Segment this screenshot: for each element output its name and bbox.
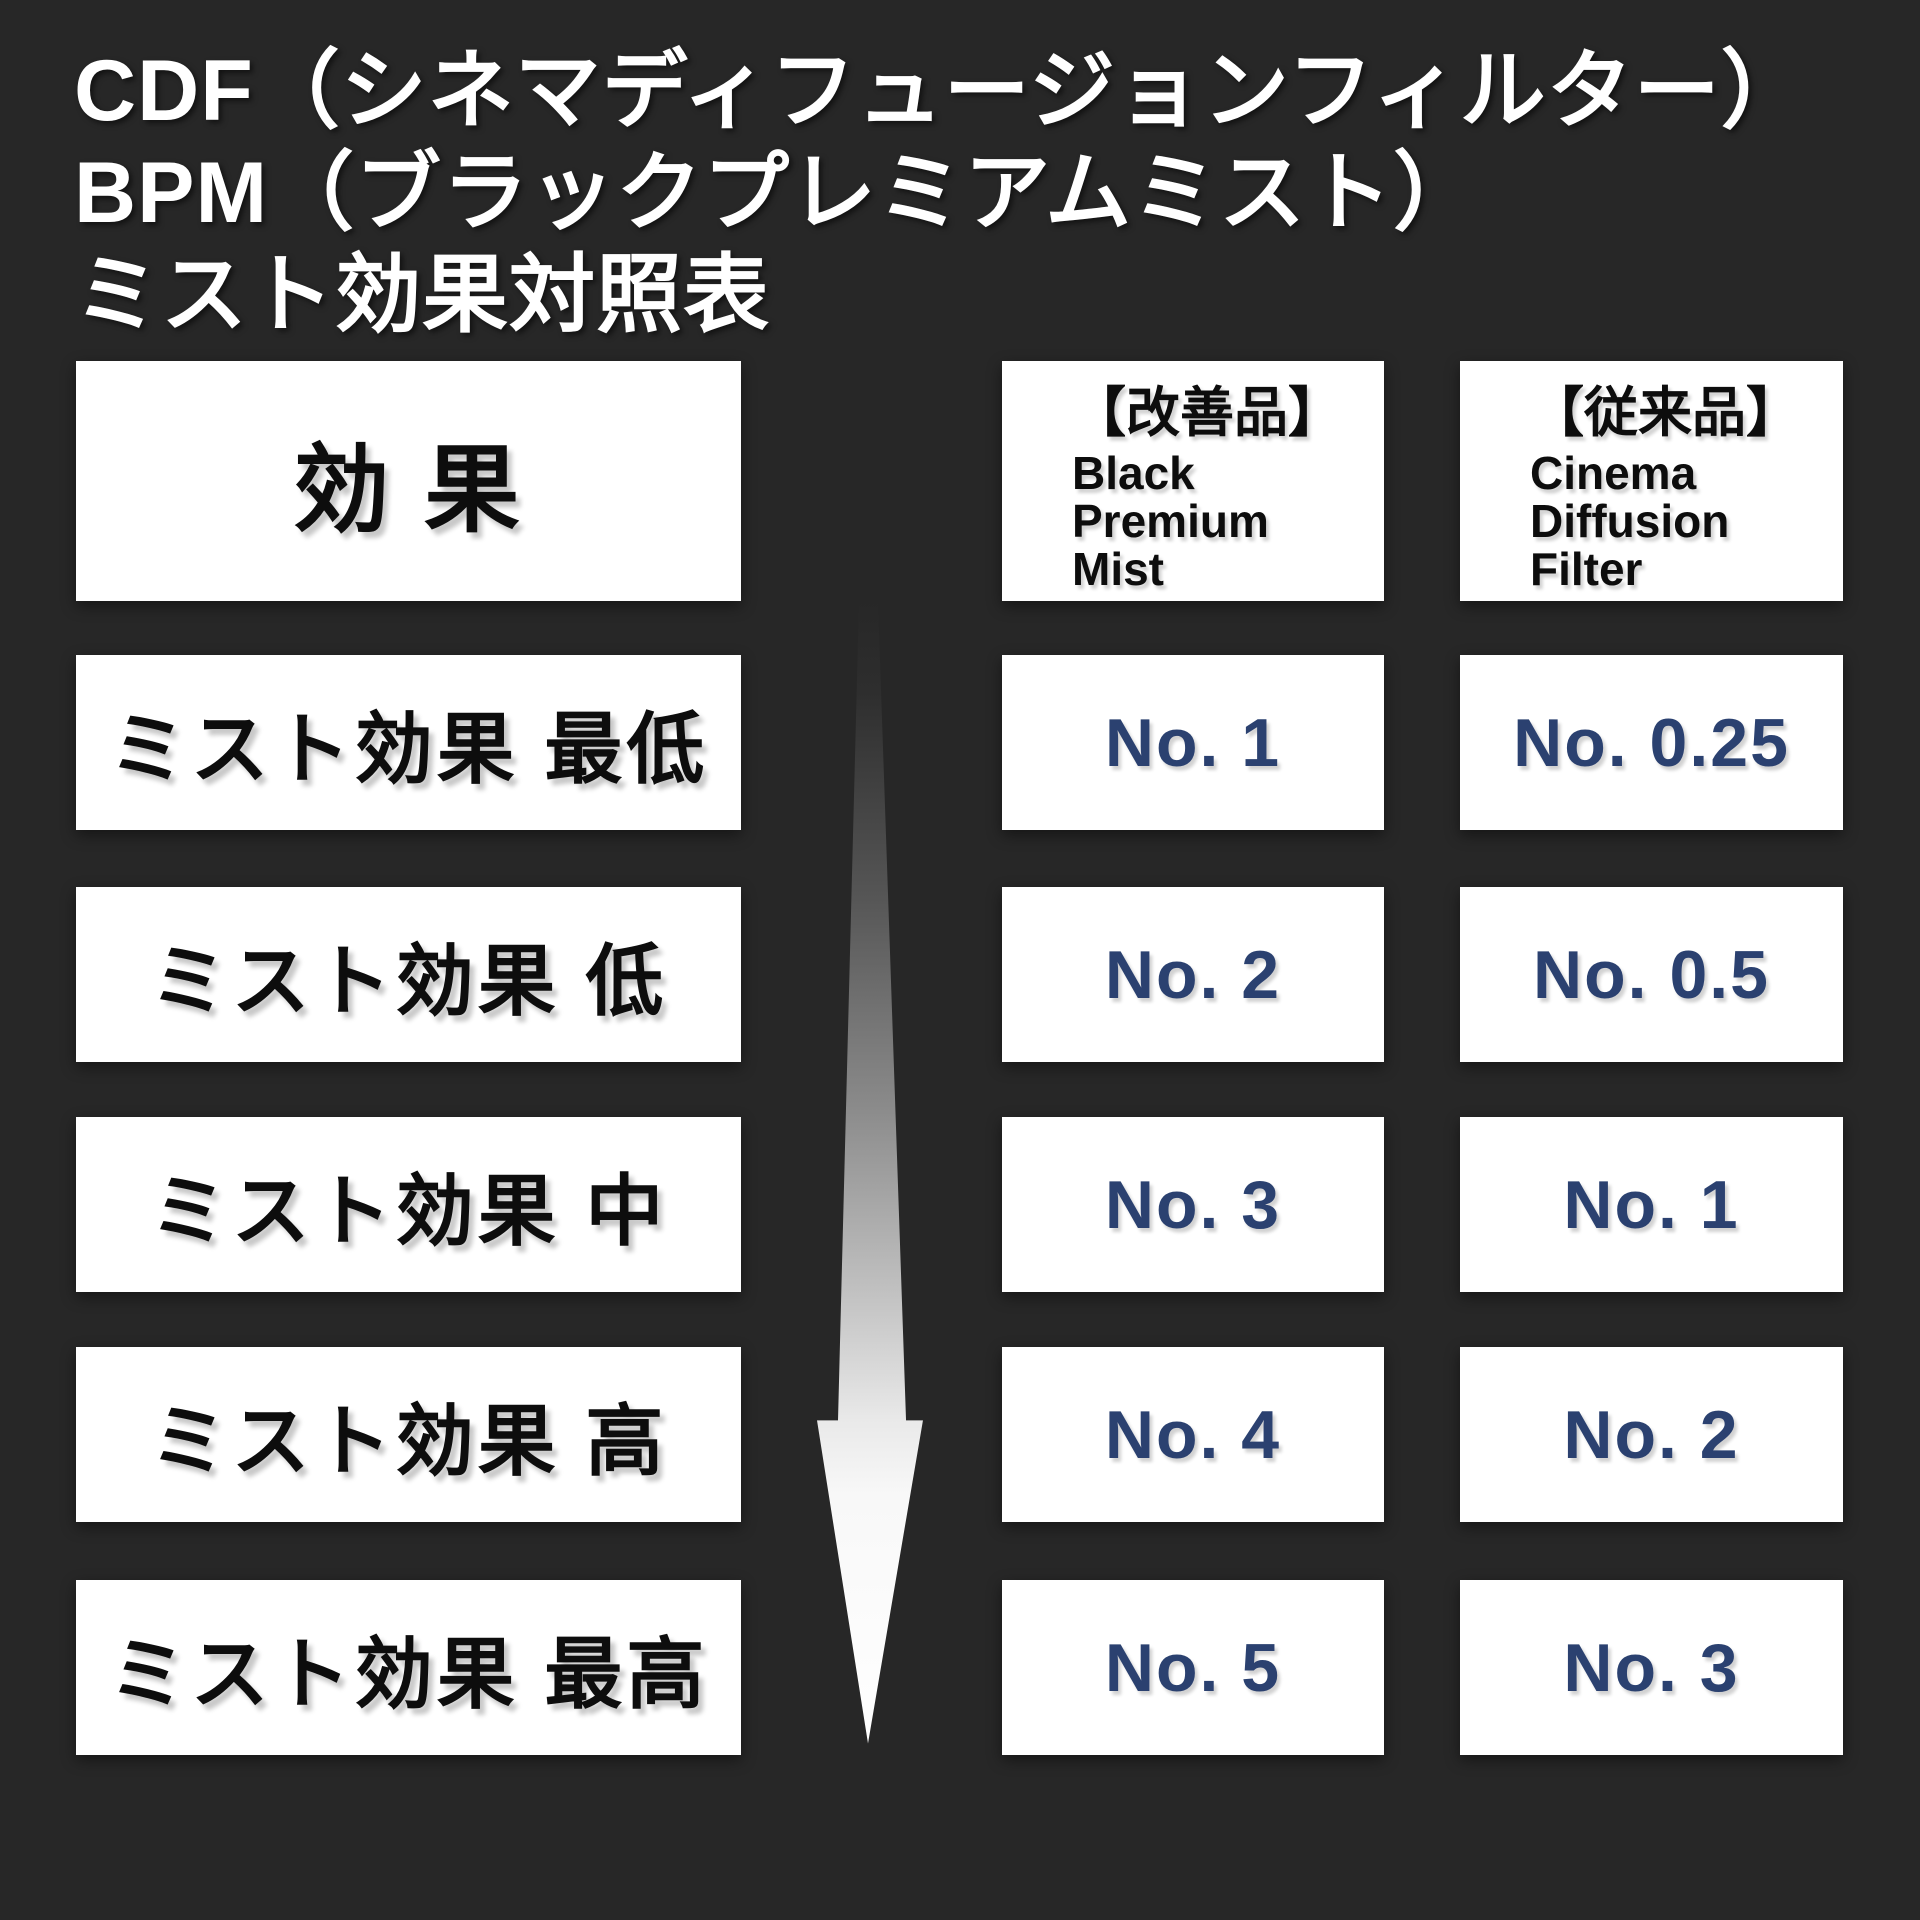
- page-title: CDF（シネマディフュージョンフィルター） BPM（ブラックプレミアムミスト） …: [74, 40, 1808, 346]
- table-cell-bpm: No. 4: [1002, 1347, 1384, 1522]
- cdf-conventional-tag: 【従来品】: [1530, 383, 1800, 443]
- table-cell-bpm: No. 5: [1002, 1580, 1384, 1755]
- cdf-name-line3: Filter: [1530, 543, 1643, 595]
- bpm-column-header-cell: 【改善品】 Black Premium Mist: [1002, 361, 1384, 601]
- table-row-label: ミスト効果 中: [76, 1117, 741, 1292]
- cdf-name-line2: Diffusion: [1530, 495, 1730, 547]
- table-cell-cdf: No. 1: [1460, 1117, 1843, 1292]
- table-row-label: ミスト効果 高: [76, 1347, 741, 1522]
- cdf-column-header-cell: 【従来品】 Cinema Diffusion Filter: [1460, 361, 1843, 601]
- bpm-improved-tag: 【改善品】: [1072, 383, 1342, 443]
- table-cell-cdf: No. 2: [1460, 1347, 1843, 1522]
- effect-header-cell: 効 果: [76, 361, 741, 601]
- table-cell-bpm: No. 1: [1002, 655, 1384, 830]
- table-cell-cdf: No. 0.25: [1460, 655, 1843, 830]
- effect-header-label: 効 果: [293, 436, 524, 544]
- bpm-name-line1: Black: [1072, 447, 1195, 499]
- table-cell-cdf: No. 3: [1460, 1580, 1843, 1755]
- table-cell-bpm: No. 2: [1002, 887, 1384, 1062]
- cdf-name-line1: Cinema: [1530, 447, 1697, 499]
- title-line-1: CDF（シネマディフュージョンフィルター）: [74, 43, 1808, 139]
- table-row-label: ミスト効果 低: [76, 887, 741, 1062]
- table-cell-cdf: No. 0.5: [1460, 887, 1843, 1062]
- title-line-3: ミスト効果対照表: [74, 247, 770, 343]
- title-line-2: BPM（ブラックプレミアムミスト）: [74, 145, 1481, 241]
- down-arrow-icon: [817, 601, 923, 1744]
- table-row-label: ミスト効果 最高: [76, 1580, 741, 1755]
- bpm-name-line2: Premium: [1072, 495, 1269, 547]
- table-cell-bpm: No. 3: [1002, 1117, 1384, 1292]
- bpm-name-line3: Mist: [1072, 543, 1164, 595]
- table-row-label: ミスト効果 最低: [76, 655, 741, 830]
